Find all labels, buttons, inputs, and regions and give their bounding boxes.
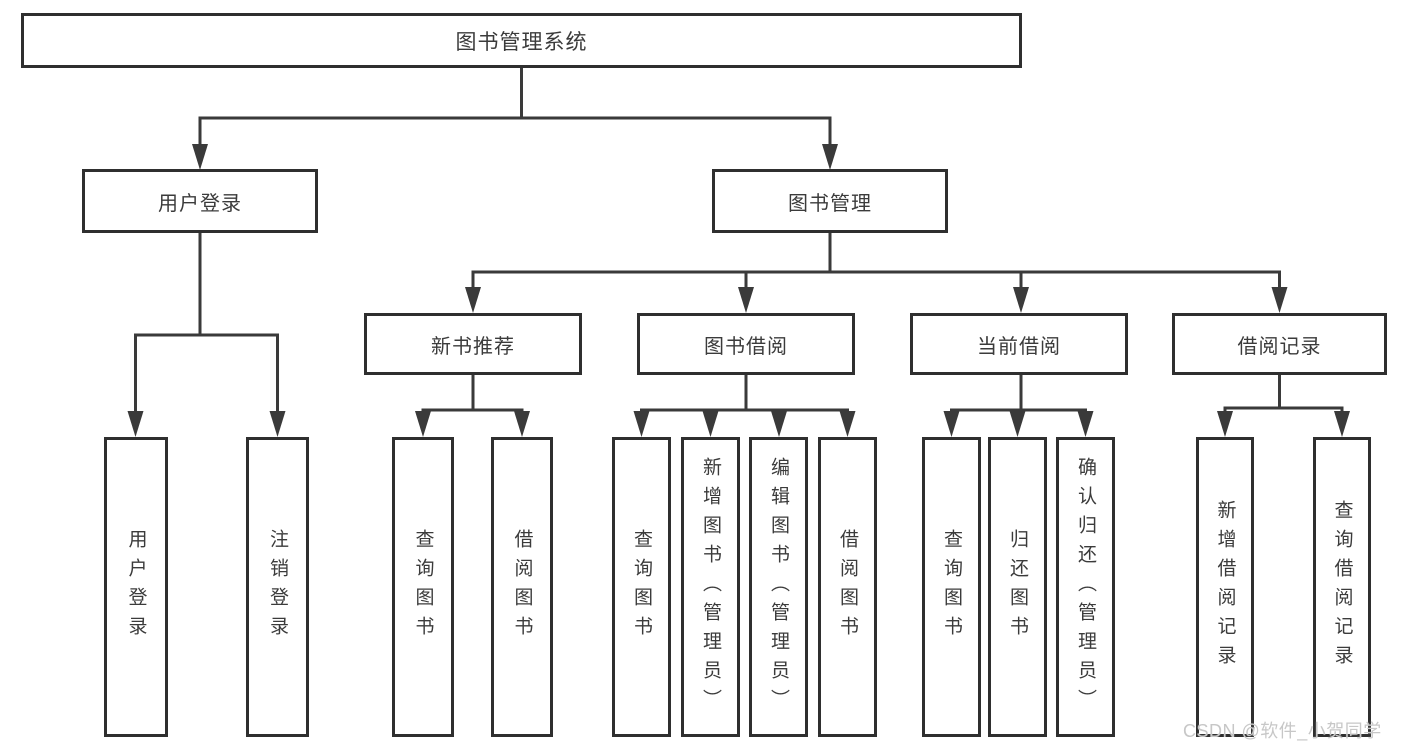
leaf-add-borrow-record: 新增借阅记录 bbox=[1196, 437, 1254, 737]
leaf-return-book: 归还图书 bbox=[988, 437, 1047, 737]
leaf-add-book-admin: 新增图书（管理员） bbox=[681, 437, 740, 737]
node-new-book-recommend: 新书推荐 bbox=[364, 313, 582, 375]
node-library-management-system: 图书管理系统 bbox=[21, 13, 1022, 68]
leaf-query-borrow-record: 查询借阅记录 bbox=[1313, 437, 1371, 737]
csdn-watermark: CSDN @软件_小贺同学 bbox=[1183, 721, 1382, 741]
connector-borrowmgmt-to-leaves bbox=[633, 375, 856, 437]
leaf-confirm-return-admin: 确认归还（管理员） bbox=[1056, 437, 1115, 737]
connector-current-to-leaves bbox=[943, 375, 1094, 437]
node-user-login-module: 用户登录 bbox=[82, 169, 318, 233]
node-label: 编辑图书（管理员） bbox=[768, 456, 789, 718]
node-label: 新书推荐 bbox=[431, 335, 515, 358]
leaf-query-books-borrow: 查询图书 bbox=[612, 437, 671, 737]
leaf-query-books-recommend: 查询图书 bbox=[392, 437, 454, 737]
node-label: 借阅记录 bbox=[1237, 335, 1322, 358]
node-label: 新增图书（管理员） bbox=[700, 456, 721, 718]
node-label: 当前借阅 bbox=[977, 335, 1061, 358]
connector-recommend-to-leaves bbox=[415, 375, 530, 437]
node-label: 借阅图书 bbox=[511, 529, 533, 645]
node-label: 新增借阅记录 bbox=[1214, 500, 1236, 674]
node-current-borrowing: 当前借阅 bbox=[910, 313, 1128, 375]
node-label: 查询图书 bbox=[941, 529, 962, 645]
connector-root-to-level2 bbox=[192, 68, 838, 170]
node-label: 图书管理 bbox=[788, 192, 872, 215]
node-label: 查询图书 bbox=[412, 529, 434, 645]
node-label: 查询图书 bbox=[631, 529, 652, 645]
node-label: 图书管理系统 bbox=[455, 30, 588, 54]
node-label: 图书借阅 bbox=[704, 335, 788, 358]
node-borrowing-records: 借阅记录 bbox=[1172, 313, 1387, 375]
leaf-edit-book-admin: 编辑图书（管理员） bbox=[749, 437, 808, 737]
connector-records-to-leaves bbox=[1217, 375, 1350, 437]
node-label: 借阅图书 bbox=[837, 529, 858, 645]
leaf-borrow-book: 借阅图书 bbox=[818, 437, 877, 737]
node-label: 归还图书 bbox=[1007, 529, 1028, 645]
node-label: 查询借阅记录 bbox=[1331, 500, 1353, 674]
leaf-query-books-current: 查询图书 bbox=[922, 437, 981, 737]
node-book-management-module: 图书管理 bbox=[712, 169, 948, 233]
connector-bookmgmt-to-level3 bbox=[465, 232, 1288, 313]
node-label: 用户登录 bbox=[125, 529, 147, 645]
node-book-borrowing: 图书借阅 bbox=[637, 313, 855, 375]
node-label: 确认归还（管理员） bbox=[1075, 456, 1096, 718]
node-label: 用户登录 bbox=[158, 192, 242, 215]
node-label: 注销登录 bbox=[267, 529, 288, 645]
leaf-logout: 注销登录 bbox=[246, 437, 309, 737]
leaf-borrow-book-recommend: 借阅图书 bbox=[491, 437, 553, 737]
connector-userlogin-to-leaves bbox=[127, 232, 286, 437]
leaf-user-login: 用户登录 bbox=[104, 437, 168, 737]
